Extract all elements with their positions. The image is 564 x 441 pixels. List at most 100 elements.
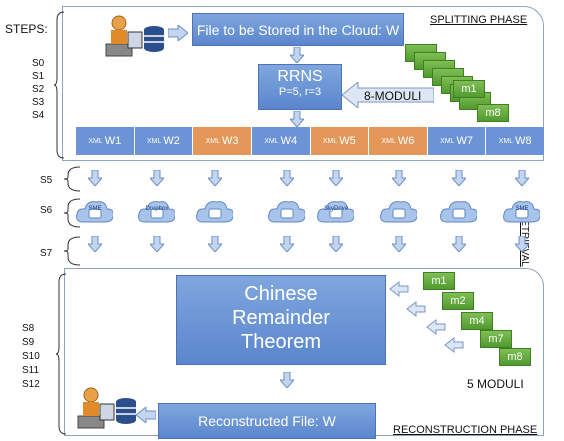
- step-s5: S5: [40, 175, 53, 186]
- xml-prefix: XML: [498, 137, 514, 145]
- cloud-service-label: Dropbox: [145, 206, 169, 212]
- arrow-right-icon: [168, 25, 188, 41]
- step-s0: S0: [32, 58, 45, 69]
- xml-prefix: XML: [146, 137, 162, 145]
- m-top-mid: m1: [453, 80, 485, 98]
- cloud-service-label: SkyDrive: [323, 206, 348, 212]
- crt-line2: Remainder: [232, 307, 330, 329]
- step-s9: S9: [22, 337, 35, 348]
- bracket-top-icon: [54, 11, 65, 159]
- xml-prefix: XML: [381, 137, 396, 145]
- arrow-down-icon: [329, 170, 343, 186]
- rrns-title: RRNS: [277, 68, 323, 85]
- arrow-down-icon: [392, 170, 406, 186]
- arrow-down-icon: [280, 236, 294, 252]
- xml-prefix: XML: [205, 137, 221, 145]
- step-s6: S6: [40, 205, 53, 216]
- arrow-down-icon: [452, 236, 466, 252]
- cloud-storage-icon: [503, 201, 540, 223]
- cloud-service-label: SME: [515, 206, 529, 212]
- xml-part-label: W5: [339, 135, 356, 147]
- moduli8-arrow-icon: [342, 82, 434, 108]
- bracket-s5-icon: [63, 166, 81, 192]
- xml-prefix: XML: [322, 137, 338, 145]
- arrow-down-icon: [329, 236, 343, 252]
- moduli-bottom-stack: m1 m2 m4 m7 m8: [423, 272, 543, 372]
- moduli5-label: 5 MODULI: [467, 377, 524, 391]
- cloud-storage-icon: [440, 201, 477, 223]
- bracket-bottom-icon: [56, 273, 67, 435]
- xml-part-label: W2: [163, 135, 180, 147]
- cloud-storage-icon: [196, 201, 233, 223]
- user-computer-bottom-icon: [77, 387, 136, 429]
- bracket-s7-icon: [63, 236, 81, 266]
- m-top-first: m1: [463, 50, 479, 62]
- step-s2: S2: [32, 84, 45, 95]
- m-bottom-2: m2: [442, 292, 474, 310]
- step-s7: S7: [40, 248, 53, 259]
- step-s11: S11: [22, 365, 40, 376]
- steps-top-list: S0 S1 S2 S3 S4: [32, 57, 44, 122]
- cloud-service-label: SME: [88, 206, 102, 212]
- reconstructed-box: Reconstructed File: W: [158, 403, 376, 439]
- arrow-down-icon: [392, 236, 406, 252]
- xml-part-label: W6: [397, 135, 415, 147]
- arrow-down-icon: [208, 170, 222, 186]
- arrow-down-icon: [280, 170, 294, 186]
- arrow-down-icon: [290, 47, 304, 63]
- moduli8-label: 8-MODULI: [364, 89, 422, 103]
- xml-part-label: W7: [456, 135, 474, 147]
- step-s4: S4: [32, 110, 45, 121]
- arrow-left-icon: [136, 407, 156, 423]
- m-bottom-1: m1: [423, 272, 455, 290]
- moduli-left-arrows-icon: [389, 280, 464, 354]
- file-stored-box: File to be Stored in the Cloud: W: [192, 13, 404, 46]
- crt-line3: Theorem: [240, 331, 322, 353]
- m-top-last: m8: [477, 104, 509, 122]
- arrow-down-icon: [515, 236, 529, 252]
- cloud-storage-icon: [380, 201, 417, 223]
- user-computer-icon: [105, 15, 164, 57]
- steps-label: STEPS:: [5, 22, 48, 36]
- m-bottom-3: m4: [461, 312, 493, 330]
- cloud-storage-icon: [268, 201, 305, 223]
- arrow-down-icon: [280, 372, 294, 388]
- rrns-params: P=5, r=3: [278, 86, 322, 98]
- arrow-down-icon: [290, 111, 304, 127]
- file-stored-label: File to be Stored in the Cloud: W: [196, 21, 400, 38]
- step-s3: S3: [32, 97, 45, 108]
- arrow-down-icon: [515, 170, 529, 186]
- xml-part-label: W4: [280, 135, 298, 147]
- arrow-down-icon: [88, 170, 102, 186]
- m-bottom-4: m7: [480, 330, 512, 348]
- step-s1: S1: [32, 71, 45, 82]
- xml-part-label: W3: [222, 135, 239, 147]
- steps-bottom-list: S8 S9 S10 S11 S12: [22, 322, 40, 392]
- step-s8: S8: [22, 323, 35, 334]
- xml-prefix: XML: [264, 137, 279, 145]
- step-s12: S12: [22, 379, 40, 390]
- splitting-phase-title: SPLITTING PHASE: [430, 14, 528, 26]
- arrow-down-icon: [208, 236, 222, 252]
- reconstruction-phase-title: RECONSTRUCTION PHASE: [393, 424, 538, 436]
- arrow-down-icon: [452, 170, 466, 186]
- xml-prefix: XML: [88, 137, 103, 145]
- reconstructed-label: Reconstructed File: W: [198, 413, 336, 429]
- step-s10: S10: [22, 351, 40, 362]
- crt-box: Chinese Remainder Theorem: [176, 275, 386, 365]
- xml-part-label: W1: [104, 135, 122, 147]
- cloud-storage-icon: [76, 201, 113, 223]
- cloud-storage-icon: [317, 201, 354, 223]
- xml-part-label: W8: [515, 135, 532, 147]
- cloud-storage-icon: [138, 201, 175, 223]
- arrow-down-icon: [88, 236, 102, 252]
- rrns-box: RRNS P=5, r=3: [258, 64, 342, 110]
